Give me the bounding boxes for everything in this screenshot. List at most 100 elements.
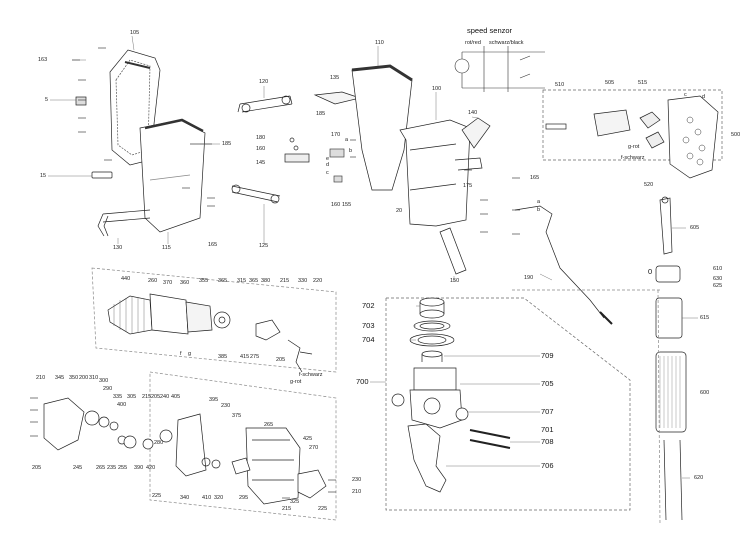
- callout-605: 605: [690, 225, 700, 231]
- annot-g-rot-2: g-rot: [628, 144, 640, 150]
- ring-703: [413, 320, 451, 332]
- callout-425: 425: [303, 436, 313, 442]
- callout-245: 245: [73, 465, 83, 471]
- callout-125: 125: [259, 243, 269, 249]
- callout-360: 360: [180, 280, 190, 286]
- callout-505: 505: [605, 80, 615, 86]
- callout-255: 255: [118, 465, 128, 471]
- callout-215a: 215: [280, 278, 290, 284]
- callout-395: 395: [209, 397, 219, 403]
- callout-185a: 185: [222, 141, 232, 147]
- armature-440: [107, 295, 153, 335]
- callout-703: 703: [362, 321, 375, 330]
- screws-165b: [464, 169, 520, 235]
- stator-260: [149, 293, 189, 335]
- gear-housing-340: [175, 413, 207, 477]
- callout-155: 155: [342, 202, 352, 208]
- annot-b: b: [349, 148, 353, 154]
- bushing-610: [655, 265, 681, 283]
- callout-707: 707: [541, 407, 554, 416]
- wire-label-red: rot/red: [465, 40, 481, 46]
- brush-holders-515: [639, 111, 665, 149]
- rating-label: [75, 96, 87, 106]
- callout-630: 630: [713, 276, 723, 282]
- gear-365: [213, 311, 231, 329]
- annot-b-cable: b: [537, 207, 541, 213]
- callout-365b: 365: [249, 278, 259, 284]
- gearbox-box: [149, 371, 337, 521]
- callout-205a: 205: [276, 357, 286, 363]
- callout-385: 385: [218, 354, 228, 360]
- grip-600: [655, 351, 687, 433]
- callout-704: 704: [362, 335, 375, 344]
- callout-200: 200: [79, 375, 89, 381]
- callout-150: 150: [450, 278, 460, 284]
- motor-brush-unit: [667, 95, 719, 179]
- callout-405: 405: [171, 394, 181, 400]
- annot-c: c: [684, 92, 687, 98]
- callout-15: 15: [40, 173, 47, 179]
- callout-335: 335: [113, 394, 123, 400]
- callout-240: 240: [160, 394, 170, 400]
- module-box-500: [542, 89, 723, 161]
- bearing-plate-360: [185, 301, 213, 333]
- annot-f-schwarz-2: f-schwarz: [621, 155, 645, 161]
- callout-20: 20: [396, 208, 403, 214]
- callout-440: 440: [121, 276, 131, 282]
- callout-175: 175: [463, 183, 473, 189]
- callout-365a: 365: [218, 278, 228, 284]
- housing-right-half: [139, 118, 206, 233]
- callout-706: 706: [541, 461, 554, 470]
- crank-605: [659, 196, 673, 255]
- callout-210a: 210: [36, 375, 46, 381]
- callout-290: 290: [103, 386, 113, 392]
- board-505: [545, 109, 631, 137]
- callout-165b: 165: [530, 175, 540, 181]
- nut-709: [421, 350, 443, 362]
- clutch-380: [255, 319, 281, 341]
- speed-sensor-title: speed senzor: [467, 26, 513, 35]
- annot-a: a: [345, 137, 349, 143]
- lever-706: [407, 423, 447, 493]
- annot-e: e: [326, 156, 330, 162]
- callout-620: 620: [694, 475, 704, 481]
- callout-295: 295: [239, 495, 249, 501]
- callout-265b: 265: [264, 422, 274, 428]
- callout-305: 305: [127, 394, 137, 400]
- callout-420: 420: [146, 465, 156, 471]
- callout-130: 130: [113, 245, 123, 251]
- callout-325: 325: [290, 499, 300, 505]
- motor-box: [91, 267, 337, 373]
- callout-220: 220: [313, 278, 323, 284]
- callout-410: 410: [202, 495, 212, 501]
- ring-702: [419, 297, 445, 319]
- callout-625: 625: [713, 283, 723, 289]
- callout-163: 163: [38, 57, 48, 63]
- callout-115: 115: [162, 245, 171, 251]
- callout-345: 345: [55, 375, 65, 381]
- side-handle-140: [461, 117, 491, 149]
- lever-120: [237, 95, 293, 113]
- callout-415: 415: [240, 354, 250, 360]
- callout-375: 375: [232, 413, 242, 419]
- annot-g-rot: g-rot: [290, 379, 302, 385]
- callout-260: 260: [148, 278, 158, 284]
- callout-610: 610: [713, 266, 723, 272]
- callout-709: 709: [541, 351, 554, 360]
- speed-sensor-circuit: [454, 46, 545, 92]
- callout-500: 500: [731, 132, 741, 138]
- callout-390: 390: [134, 465, 144, 471]
- annot-a-cable: a: [537, 199, 541, 205]
- callout-330: 330: [298, 278, 308, 284]
- callout-380: 380: [261, 278, 271, 284]
- gear-stack: [84, 410, 173, 450]
- callout-160b: 160: [331, 202, 341, 208]
- callout-100: 100: [432, 86, 442, 92]
- rods-620: [663, 439, 683, 521]
- callout-265a: 265: [96, 465, 106, 471]
- callout-230b: 230: [352, 477, 362, 483]
- callout-300: 300: [99, 378, 109, 384]
- handle-130: [97, 209, 151, 237]
- rings-320: [201, 457, 251, 475]
- callout-615: 615: [700, 315, 710, 321]
